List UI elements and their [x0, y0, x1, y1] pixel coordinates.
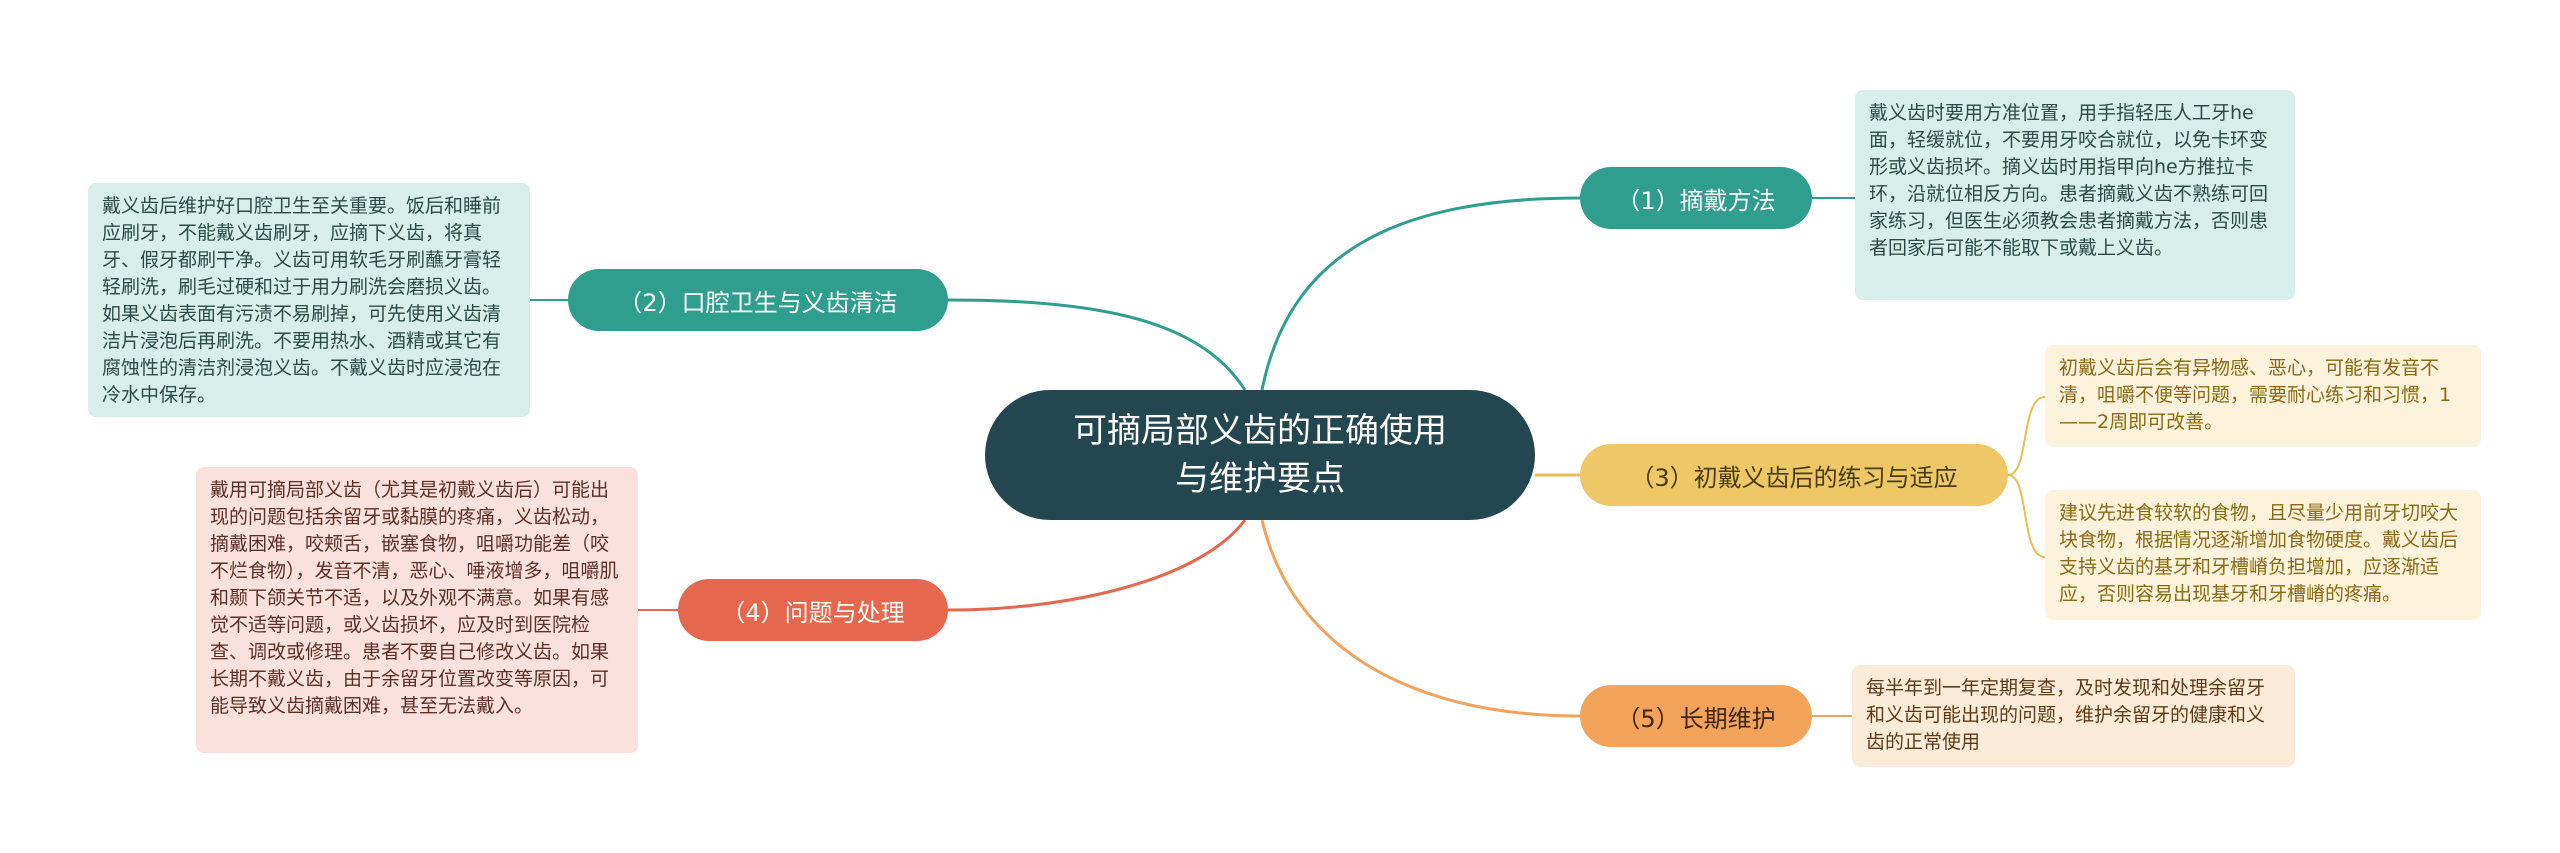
branch-wearing-method[interactable]: （1）摘戴方法 [1580, 167, 1812, 229]
link-branch-3-note-2 [2007, 474, 2046, 558]
note-long-term-maintenance-text: 每半年到一年定期复查，及时发现和处理余留牙和义齿可能出现的问题，维护余留牙的健康… [1866, 677, 2266, 753]
note-long-term-maintenance: 每半年到一年定期复查，及时发现和处理余留牙和义齿可能出现的问题，维护余留牙的健康… [1852, 665, 2295, 767]
note-practice-adaptation-1: 初戴义齿后会有异物感、恶心，可能有发音不清，咀嚼不便等问题，需要耐心练习和习惯，… [2045, 345, 2481, 447]
branch-oral-hygiene-label: （2）口腔卫生与义齿清洁 [618, 288, 898, 317]
link-center-branch-1 [1260, 196, 1581, 391]
note-practice-adaptation-2: 建议先进食较软的食物，且尽量少用前牙切咬大块食物，根据情况逐渐增加食物硬度。戴义… [2045, 490, 2481, 620]
link-branch-3-note-1 [2007, 396, 2046, 476]
branch-long-term-maintenance[interactable]: （5）长期维护 [1580, 685, 1812, 747]
central-topic-line-2: 与维护要点 [1175, 459, 1345, 499]
note-practice-adaptation-1-text: 初戴义齿后会有异物感、恶心，可能有发音不清，咀嚼不便等问题，需要耐心练习和习惯，… [2059, 357, 2452, 433]
branch-problems-label: （4）问题与处理 [721, 598, 905, 627]
note-practice-adaptation-2-text: 建议先进食较软的食物，且尽量少用前牙切咬大块食物，根据情况逐渐增加食物硬度。戴义… [2059, 502, 2459, 605]
note-problems-text: 戴用可摘局部义齿（尤其是初戴义齿后）可能出现的问题包括余留牙或黏膜的疼痛，义齿松… [210, 479, 619, 717]
note-wearing-method-text: 戴义齿时要用方准位置，用手指轻压人工牙he面，轻缓就位，不要用牙咬合就位，以免卡… [1869, 102, 2269, 259]
note-oral-hygiene: 戴义齿后维护好口腔卫生至关重要。饭后和睡前应刷牙，不能戴义齿刷牙，应摘下义齿，将… [88, 183, 530, 417]
link-center-branch-4 [947, 519, 1247, 612]
note-problems: 戴用可摘局部义齿（尤其是初戴义齿后）可能出现的问题包括余留牙或黏膜的疼痛，义齿松… [196, 467, 638, 753]
branch-oral-hygiene[interactable]: （2）口腔卫生与义齿清洁 [568, 269, 948, 331]
link-center-branch-5 [1260, 519, 1581, 718]
link-center-branch-2 [947, 298, 1247, 391]
central-topic[interactable]: 可摘局部义齿的正确使用 与维护要点 [985, 390, 1535, 520]
branch-wearing-method-label: （1）摘戴方法 [1616, 186, 1776, 215]
branch-long-term-maintenance-label: （5）长期维护 [1616, 704, 1776, 733]
note-oral-hygiene-text: 戴义齿后维护好口腔卫生至关重要。饭后和睡前应刷牙，不能戴义齿刷牙，应摘下义齿，将… [102, 195, 502, 406]
central-topic-line-1: 可摘局部义齿的正确使用 [1073, 411, 1447, 451]
branch-practice-adaptation[interactable]: （3）初戴义齿后的练习与适应 [1580, 444, 2008, 506]
note-wearing-method: 戴义齿时要用方准位置，用手指轻压人工牙he面，轻缓就位，不要用牙咬合就位，以免卡… [1855, 90, 2295, 300]
branch-problems[interactable]: （4）问题与处理 [678, 579, 948, 641]
branch-practice-adaptation-label: （3）初戴义齿后的练习与适应 [1630, 463, 1958, 492]
